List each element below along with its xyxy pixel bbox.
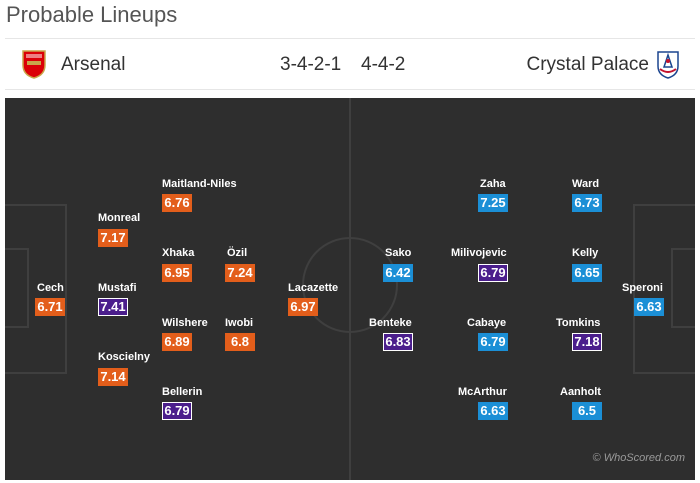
player-rating: 6.5 xyxy=(572,402,602,420)
player-name[interactable]: Monreal xyxy=(98,212,141,224)
player-name[interactable]: Wilshere xyxy=(162,317,208,329)
page-title: Probable Lineups xyxy=(6,2,178,27)
player-rating: 6.76 xyxy=(162,194,192,212)
player-rating: 6.71 xyxy=(35,298,65,316)
player-name[interactable]: Cech xyxy=(37,282,64,294)
player-name[interactable]: McArthur xyxy=(458,386,507,398)
player-rating: 6.8 xyxy=(225,333,255,351)
player-rating: 6.79 xyxy=(478,264,508,282)
player-name[interactable]: Zaha xyxy=(480,178,506,190)
player-rating: 6.79 xyxy=(162,402,192,420)
right-penalty-box xyxy=(633,204,695,374)
player-rating: 6.95 xyxy=(162,264,192,282)
arsenal-crest-icon xyxy=(22,50,46,79)
home-formation: 3-4-2-1 xyxy=(280,54,342,75)
center-circle xyxy=(302,237,398,333)
player-name[interactable]: Mustafi xyxy=(98,282,137,294)
player-name[interactable]: Milivojevic xyxy=(451,247,507,259)
whoscored-watermark: © WhoScored.com xyxy=(592,452,685,464)
player-rating: 6.63 xyxy=(478,402,508,420)
player-name[interactable]: Koscielny xyxy=(98,351,150,363)
player-rating: 6.97 xyxy=(288,298,318,316)
player-name[interactable]: Speroni xyxy=(622,282,663,294)
away-team-name: Crystal Palace xyxy=(526,54,650,75)
player-name[interactable]: Kelly xyxy=(572,247,599,259)
player-name[interactable]: Sako xyxy=(385,247,412,259)
player-name[interactable]: Ward xyxy=(572,178,600,190)
home-team-name: Arsenal xyxy=(61,54,126,75)
player-rating: 6.73 xyxy=(572,194,602,212)
player-name[interactable]: Lacazette xyxy=(288,282,339,294)
player-name[interactable]: Aanholt xyxy=(560,386,601,398)
player-rating: 6.83 xyxy=(383,333,413,351)
away-formation: 4-4-2 xyxy=(361,54,406,75)
pitch: Cech 6.71 Monreal 7.17 Mustafi 7.41 Kosc… xyxy=(5,98,695,480)
player-name[interactable]: Benteke xyxy=(369,317,412,329)
player-rating: 6.65 xyxy=(572,264,602,282)
crystal-palace-crest-icon xyxy=(657,51,679,79)
player-rating: 7.25 xyxy=(478,194,508,212)
player-rating: 7.14 xyxy=(98,368,128,386)
right-goal-area xyxy=(671,248,695,328)
player-rating: 7.41 xyxy=(98,298,128,316)
left-penalty-box xyxy=(5,204,67,374)
player-rating: 6.42 xyxy=(383,264,413,282)
player-name[interactable]: Tomkins xyxy=(556,317,601,329)
player-rating: 6.89 xyxy=(162,333,192,351)
player-rating: 6.79 xyxy=(478,333,508,351)
player-name[interactable]: Özil xyxy=(227,247,248,259)
player-name[interactable]: Maitland-Niles xyxy=(162,178,237,190)
player-rating: 7.24 xyxy=(225,264,255,282)
player-rating: 7.18 xyxy=(572,333,602,351)
player-name[interactable]: Iwobi xyxy=(225,317,254,329)
player-name[interactable]: Bellerin xyxy=(162,386,203,398)
player-rating: 7.17 xyxy=(98,229,128,247)
player-rating: 6.63 xyxy=(634,298,664,316)
player-name[interactable]: Cabaye xyxy=(467,317,507,329)
left-goal-area xyxy=(5,248,29,328)
player-name[interactable]: Xhaka xyxy=(162,247,195,259)
match-header: Arsenal 3-4-2-1 4-4-2 Crystal Palace xyxy=(5,38,695,90)
